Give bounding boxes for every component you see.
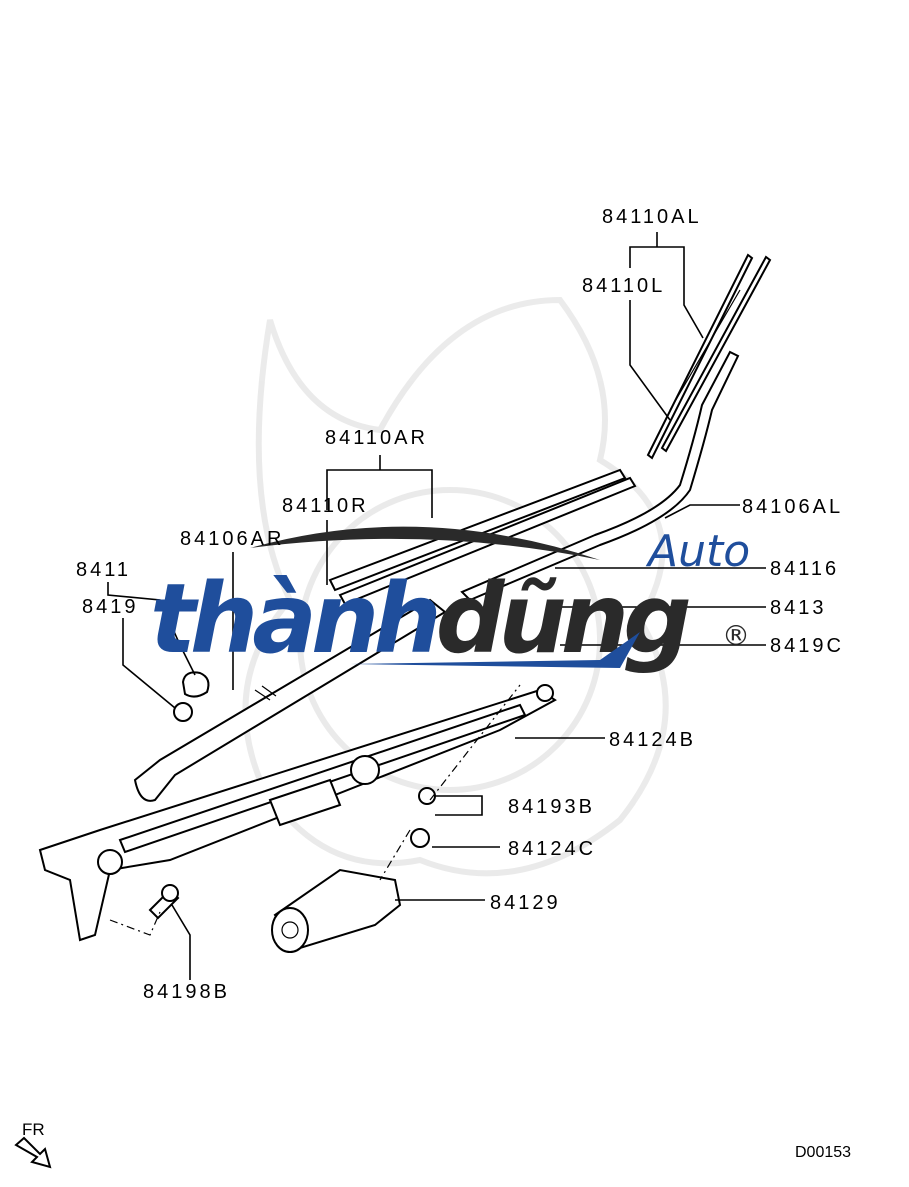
watermark-logo: thànhdũng Auto ® (150, 526, 750, 675)
label-84110AL: 84110AL (602, 206, 702, 228)
label-84124B: 84124B (609, 729, 696, 751)
wiper-arm-right (133, 598, 447, 802)
wiper-linkage (38, 684, 557, 942)
label-84129: 84129 (490, 892, 561, 914)
label-84124C: 84124C (508, 838, 596, 860)
label-8419x: 8419 (82, 596, 139, 618)
label-84106AR: 84106AR (180, 528, 284, 550)
label-84110L: 84110L (582, 275, 665, 297)
watermark-brand: thànhdũng (150, 563, 689, 675)
label-84110R: 84110R (282, 495, 369, 517)
label-84116: 84116 (770, 558, 839, 580)
front-arrow-icon (14, 1136, 52, 1169)
label-8413x: 8413 (770, 597, 827, 619)
wiper-blade-left (646, 253, 772, 460)
fr-label: FR (22, 1120, 45, 1139)
wiper-arm-left (460, 350, 740, 602)
label-8411x: 8411 (76, 559, 131, 581)
label-84198B: 84198B (143, 981, 230, 1003)
watermark-registered: ® (722, 619, 750, 652)
label-8419xC: 8419C (770, 635, 844, 657)
label-84110AR: 84110AR (325, 427, 428, 449)
nuts-and-caps (109, 671, 521, 936)
leader-lines (107, 232, 766, 980)
front-direction-indicator: FR (14, 1120, 52, 1169)
label-84106AL: 84106AL (742, 496, 843, 518)
wiper-motor (271, 868, 402, 953)
label-84193B: 84193B (508, 796, 595, 818)
watermark-emblem (242, 296, 669, 877)
diagram-code: D00153 (795, 1144, 851, 1161)
watermark-sub: Auto (645, 526, 750, 577)
